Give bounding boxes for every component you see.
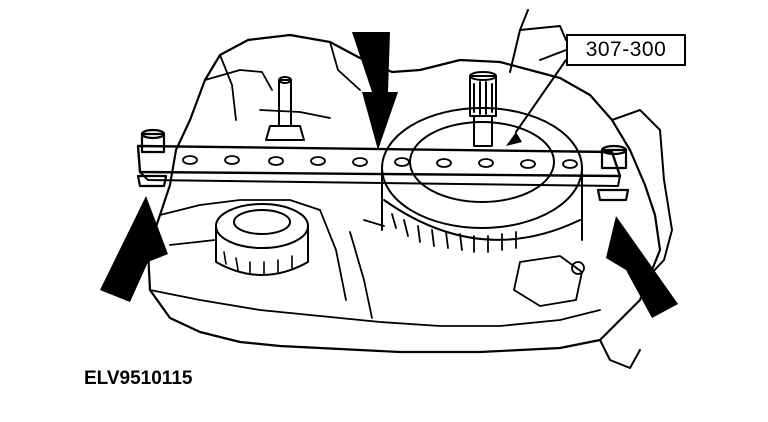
center-ribs (319, 209, 385, 319)
top-arrow (352, 32, 398, 150)
right-flange (599, 109, 673, 369)
differential-bearing (215, 203, 309, 276)
left-arrow (100, 196, 168, 302)
tool-bar-holes (182, 155, 578, 169)
left-housing (149, 199, 601, 327)
upper-bracket (509, 9, 567, 73)
clutch-drum (381, 107, 583, 253)
right-arrow (606, 216, 678, 318)
left-mounting-bolt (136, 128, 168, 188)
tool-number-callout: 307-300 (566, 34, 686, 66)
upper-left-housing (204, 41, 361, 121)
figure-id-label: ELV9510115 (84, 368, 193, 389)
right-mounting-bolt (596, 144, 630, 202)
callout-leader-arrowhead (506, 132, 522, 146)
callout-leader (515, 59, 567, 133)
input-shaft (469, 71, 497, 147)
lower-boss (513, 255, 585, 307)
case-outline (146, 33, 662, 354)
tool-number-label: 307-300 (585, 38, 667, 61)
left-stud (265, 76, 305, 141)
